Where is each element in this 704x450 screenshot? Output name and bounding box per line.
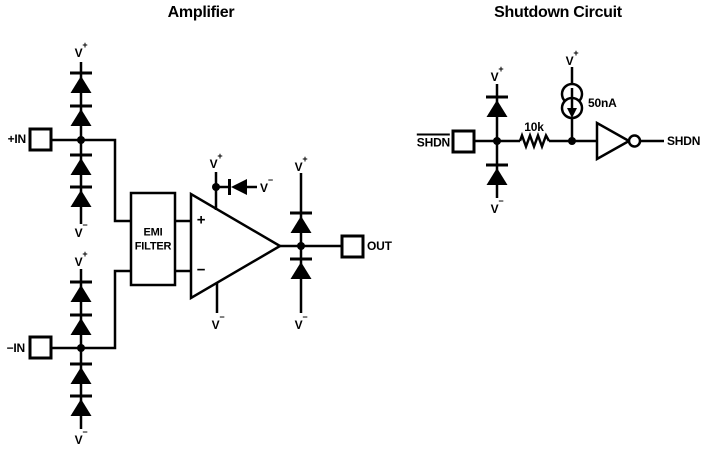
plus-sup: + xyxy=(217,151,223,161)
current-source-value-label: 50nA xyxy=(588,96,617,110)
diode-up-icon xyxy=(70,71,92,93)
diode-up-icon xyxy=(70,280,92,302)
plus-sup: + xyxy=(82,40,88,50)
resistor-value-label: 10k xyxy=(524,120,544,134)
port-label-in-minus: −IN xyxy=(6,341,26,355)
minus-sup: − xyxy=(219,312,225,322)
diode-left-icon xyxy=(228,179,247,195)
node-dot xyxy=(77,136,85,144)
v-base: V xyxy=(294,160,303,174)
node-dot xyxy=(568,137,576,145)
v-base: V xyxy=(565,54,574,68)
emi-filter-label-line1: EMI xyxy=(143,226,163,239)
amplifier-circuit xyxy=(28,62,365,429)
diode-up-icon xyxy=(70,362,92,384)
port-label-in-plus: +IN xyxy=(7,132,27,146)
diode-up-icon xyxy=(486,95,508,117)
terminal-box-shdn xyxy=(451,129,476,154)
inverter-triangle xyxy=(595,120,632,162)
vminus-label-out-bottom: V− xyxy=(294,313,308,332)
minus-sup: − xyxy=(82,427,88,437)
terminal-box-out xyxy=(340,234,365,259)
v-base: V xyxy=(260,181,268,195)
diode-up-icon xyxy=(70,153,92,175)
diode-up-icon xyxy=(290,211,312,233)
emi-filter-label-line2: FILTER xyxy=(134,240,172,253)
plus-sup: + xyxy=(498,64,504,74)
vplus-label-inminus-top: V+ xyxy=(74,250,88,269)
port-label-shdn-out: SHDN xyxy=(667,134,701,148)
v-base: V xyxy=(209,157,218,171)
current-source-icon xyxy=(560,82,584,120)
node-dot xyxy=(77,344,85,352)
vplus-label-out-top: V+ xyxy=(294,155,308,174)
v-base: V xyxy=(74,433,83,447)
shutdown-title: Shutdown Circuit xyxy=(494,4,622,21)
vplus-label-current-source: V+ xyxy=(565,49,579,68)
vminus-label-inplus-bottom: V− xyxy=(74,221,88,240)
opamp-plus-sign: + xyxy=(196,211,206,229)
v-base: V xyxy=(490,70,499,84)
diode-up-icon xyxy=(70,313,92,335)
shdn-overline-text: SHDN xyxy=(416,133,450,150)
diode-up-icon xyxy=(70,185,92,207)
minus-sup: − xyxy=(82,220,88,230)
minus-sup: − xyxy=(267,175,273,185)
v-base: V xyxy=(294,318,303,332)
vplus-label-inplus-top: V+ xyxy=(74,41,88,60)
inverter-bubble-icon xyxy=(627,134,642,148)
port-label-shdn-in: SHDN xyxy=(416,133,450,150)
resistor-zigzag-icon xyxy=(518,131,551,151)
node-dot xyxy=(493,137,501,145)
plus-sup: + xyxy=(82,249,88,259)
terminal-box-in-plus xyxy=(28,127,53,152)
wire-in-plus xyxy=(51,138,131,223)
v-base: V xyxy=(74,226,83,240)
plus-sup: + xyxy=(573,48,579,58)
vminus-label-inminus-bottom: V− xyxy=(74,428,88,447)
port-label-out: OUT xyxy=(367,239,392,253)
diode-up-icon xyxy=(486,163,508,185)
vminus-label-shdn-bottom: V− xyxy=(490,197,504,216)
amplifier-title: Amplifier xyxy=(167,4,235,21)
diode-up-icon xyxy=(290,257,312,279)
diode-up-icon xyxy=(70,394,92,416)
minus-sup: − xyxy=(498,196,504,206)
minus-sup: − xyxy=(302,312,308,322)
opamp-triangle xyxy=(189,191,283,301)
v-base: V xyxy=(490,202,499,216)
v-base: V xyxy=(74,255,83,269)
node-dot xyxy=(297,242,305,250)
vplus-label-boost: V+ xyxy=(209,152,223,171)
vplus-label-shdn-top: V+ xyxy=(490,65,504,84)
vminus-label-boost: V− xyxy=(260,176,273,195)
terminal-box-in-minus xyxy=(28,335,53,360)
v-base: V xyxy=(74,46,83,60)
opamp-minus-sign: − xyxy=(196,261,206,279)
diode-up-icon xyxy=(70,104,92,126)
plus-sup: + xyxy=(302,154,308,164)
v-base: V xyxy=(211,318,220,332)
shutdown-circuit xyxy=(451,67,664,198)
vminus-label-opamp: V− xyxy=(211,313,225,332)
emi-filter-box xyxy=(129,191,177,287)
